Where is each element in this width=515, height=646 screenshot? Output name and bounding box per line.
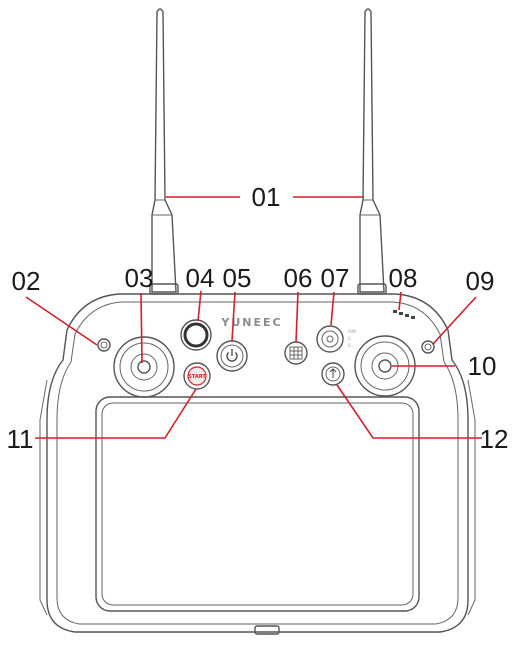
callout-11: 11 [7, 424, 34, 454]
controller-body [39, 293, 476, 635]
mode-label-s: S [348, 343, 351, 348]
callout-06: 06 [284, 263, 313, 293]
callout-05: 05 [223, 263, 252, 293]
return-home-button[interactable] [321, 362, 345, 386]
top-left-button[interactable] [180, 319, 212, 351]
callout-01: 01 [252, 182, 281, 212]
power-icon [226, 349, 238, 362]
mode-labels: A/M C S [348, 329, 356, 348]
leader-lines [25, 196, 482, 439]
right-status-light [421, 340, 435, 354]
flight-mode-switch[interactable] [316, 325, 344, 353]
mode-label-am: A/M [348, 329, 356, 334]
display-screen [95, 396, 420, 612]
callout-04: 04 [186, 263, 215, 293]
callout-12: 12 [480, 424, 509, 454]
callout-02: 02 [12, 266, 41, 296]
callout-labels: 01 02 03 04 05 06 07 08 09 10 11 12 [7, 182, 509, 454]
brand-logo: YUNEEC [220, 316, 282, 329]
start-button-label: START [188, 374, 206, 380]
start-button[interactable]: START [183, 362, 211, 390]
right-antenna [357, 8, 387, 295]
left-control-stick[interactable] [113, 336, 175, 398]
battery-level-indicator [393, 310, 415, 319]
power-button[interactable] [216, 340, 248, 372]
left-status-light [97, 338, 111, 352]
grid-button[interactable] [284, 341, 308, 365]
callout-07: 07 [321, 263, 350, 293]
callout-09: 09 [466, 266, 495, 296]
callout-10: 10 [468, 351, 497, 381]
callout-08: 08 [389, 263, 418, 293]
callout-03: 03 [125, 263, 154, 293]
left-antenna [149, 8, 179, 295]
mode-label-c: C [348, 336, 351, 341]
